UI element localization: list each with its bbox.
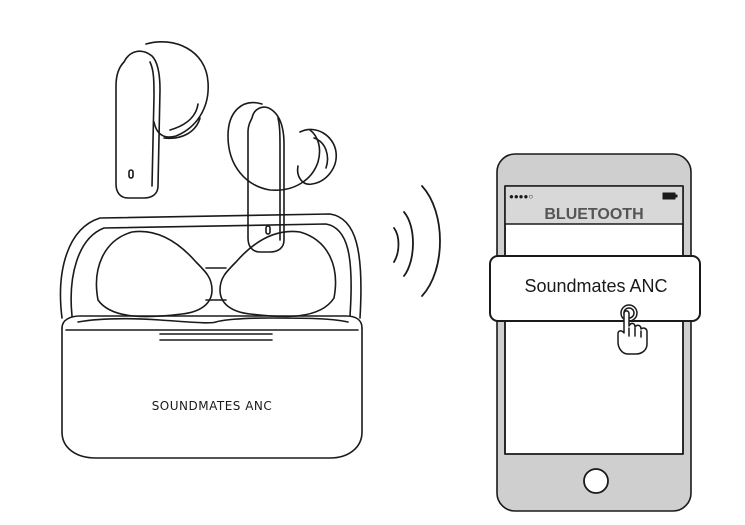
case-brand-label: SOUNDMATES ANC [152,399,273,413]
phone-status-bar [505,186,683,224]
battery-icon [662,192,678,200]
case-lid [59,213,362,319]
earbud-right-led-icon [265,225,271,235]
charging-case [59,213,363,459]
bluetooth-device-name[interactable]: Soundmates ANC [524,276,667,296]
case-body [61,327,363,459]
lid-cavity-right [219,230,337,318]
signal-strength-indicator: ●●●●○ [509,192,533,201]
tap-hand-icon [617,304,648,355]
bluetooth-device-entry[interactable] [489,255,701,322]
earbud-right-head [227,101,321,191]
lid-cavity-left [95,230,213,318]
earbud-right-tip [296,128,337,186]
wireless-signal-icon [393,185,441,297]
smartphone [489,153,701,512]
earbud-left [115,41,209,199]
case-rim [61,315,363,329]
earbud-left-head [145,41,209,138]
earbud-right [227,101,337,253]
home-button-icon[interactable] [583,468,609,494]
bluetooth-screen-title: BLUETOOTH [544,206,643,223]
earbud-right-stem [247,106,285,253]
earbud-left-led-icon [128,169,134,179]
earbud-left-stem [115,50,161,199]
